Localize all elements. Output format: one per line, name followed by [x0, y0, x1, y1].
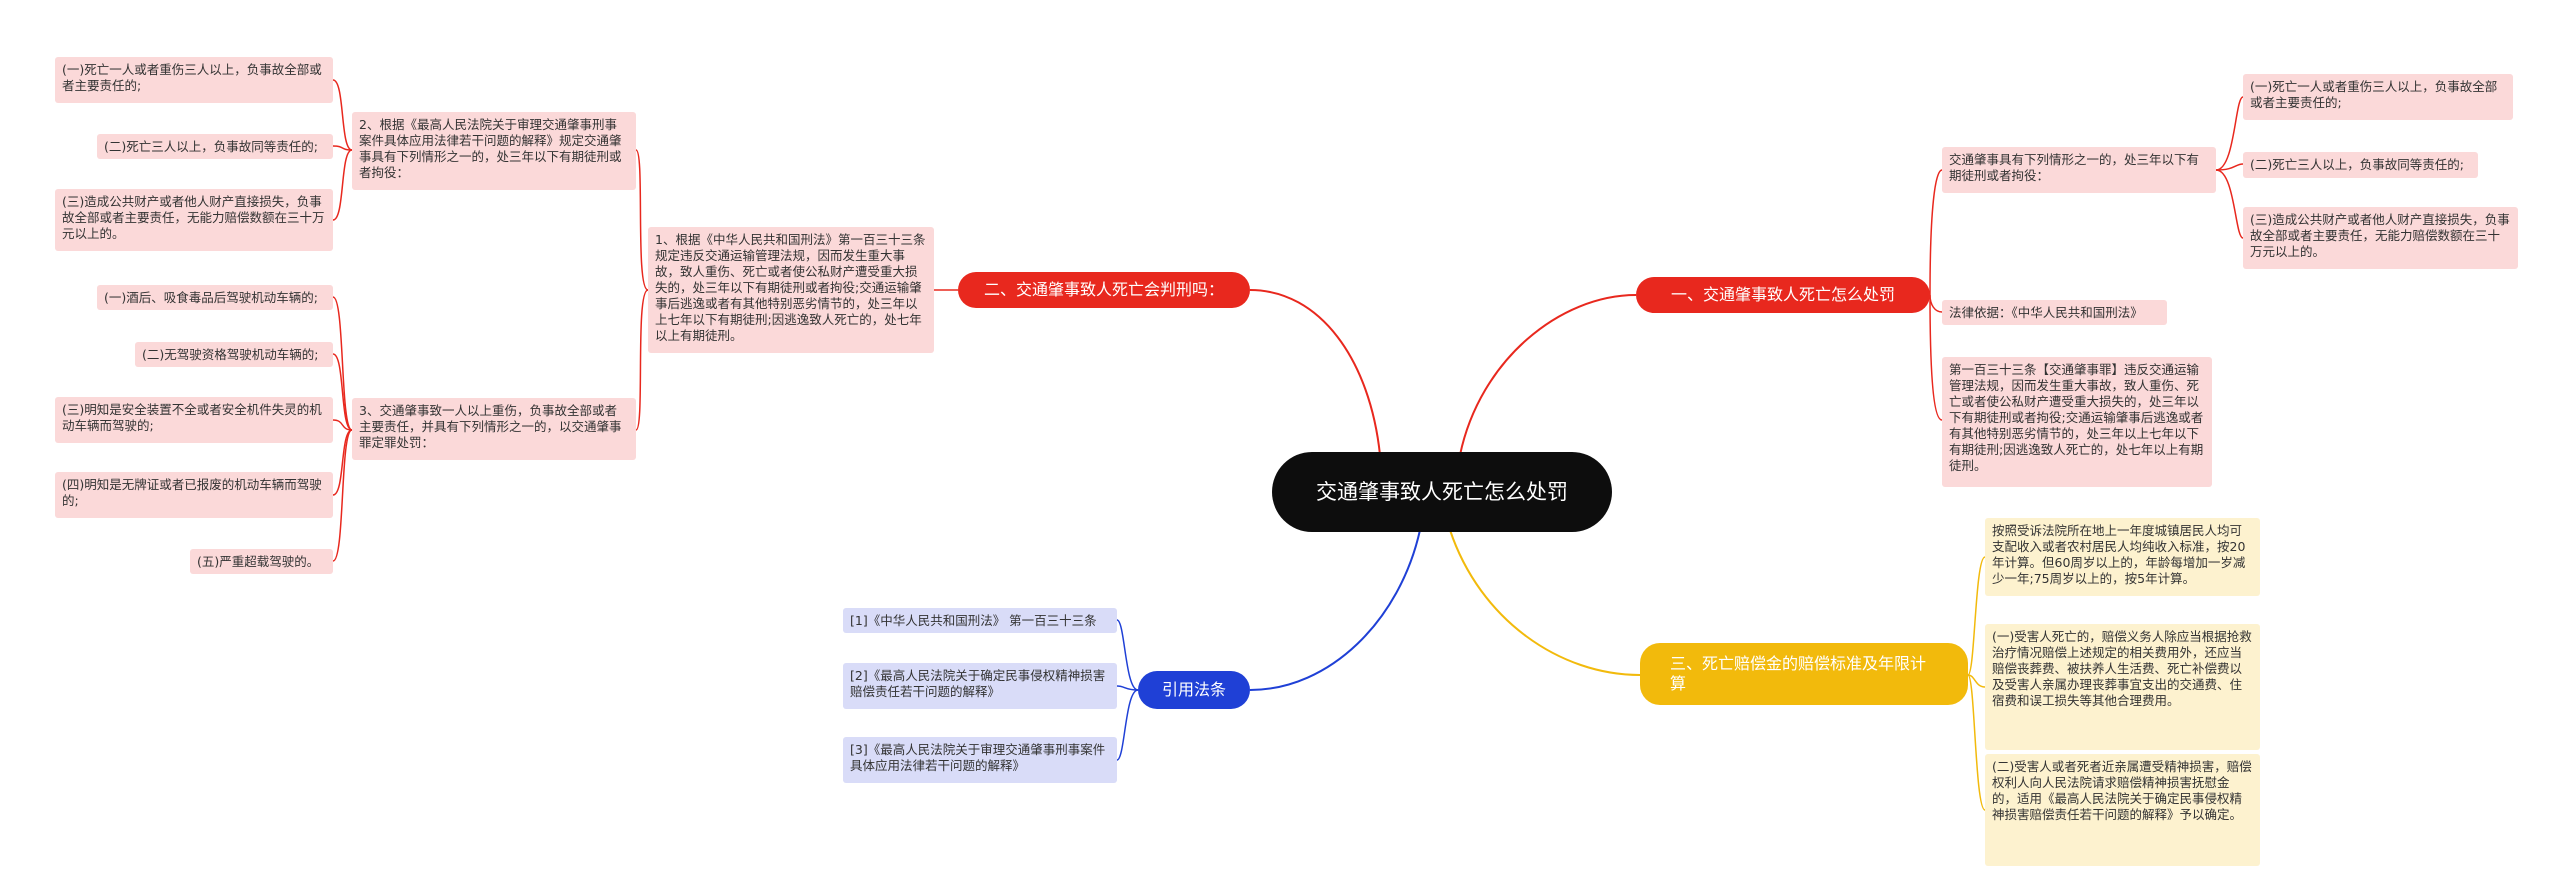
b1-condition-3[interactable]: (三)造成公共财产或者他人财产直接损失，负事故全部或者主要责任，无能力赔偿数额在… — [2243, 207, 2518, 269]
b3-mental-damages[interactable]: (二)受害人或者死者近亲属遭受精神损害，赔偿权利人向人民法院请求赔偿精神损害抚慰… — [1985, 754, 2260, 866]
link-b4-a — [1116, 619, 1139, 691]
link-b1a-2 — [2215, 163, 2244, 171]
b2-s1-item-3[interactable]: (三)造成公共财产或者他人财产直接损失，负事故全部或者主要责任，无能力赔偿数额在… — [55, 189, 333, 251]
link-b1-c — [1929, 294, 1943, 421]
link-b4-b — [1116, 685, 1139, 691]
b1-legal-basis[interactable]: 法律依据：《中华人民共和国刑法》 — [1942, 300, 2167, 325]
link-s1-a — [332, 79, 353, 151]
link-root-b3 — [1449, 529, 1641, 676]
b2-s2-item-5[interactable]: (五)严重超载驾驶的。 — [190, 549, 333, 574]
root-topic[interactable]: 交通肇事致人死亡怎么处罚 — [1272, 452, 1612, 532]
link-b1-b — [1929, 294, 1943, 313]
link-b1a-1 — [2215, 96, 2244, 171]
link-root-b1 — [1459, 294, 1637, 456]
link-b3-b — [1967, 674, 1986, 688]
link-b1a-3 — [2215, 169, 2244, 239]
b3-death-costs[interactable]: (一)受害人死亡的，赔偿义务人除应当根据抢救治疗情况赔偿上述规定的相关费用外，还… — [1985, 624, 2260, 750]
link-s2-e — [332, 429, 353, 562]
b2-s2-item-4[interactable]: (四)明知是无牌证或者已报废的机动车辆而驾驶的; — [55, 472, 333, 518]
link-b3-a — [1967, 556, 1986, 676]
b1-condition-intro[interactable]: 交通肇事具有下列情形之一的，处三年以下有期徒刑或者拘役： — [1942, 147, 2216, 193]
b4-law-3[interactable]: [3]《最高人民法院关于审理交通肇事刑事案件具体应用法律若干问题的解释》 — [843, 737, 1117, 783]
b2-s2-item-2[interactable]: (二)无驾驶资格驾驶机动车辆的; — [135, 342, 333, 367]
link-b3-c — [1967, 674, 1986, 811]
b4-law-1[interactable]: [1]《中华人民共和国刑法》 第一百三十三条 — [843, 608, 1117, 633]
b2-s1-item-2[interactable]: (二)死亡三人以上，负事故同等责任的; — [97, 134, 333, 159]
b2-interpretation-note[interactable]: 2、根据《最高人民法院关于审理交通肇事刑事案件具体应用法律若干问题的解释》规定交… — [352, 112, 636, 190]
b4-law-2[interactable]: [2]《最高人民法院关于确定民事侵权精神损害赔偿责任若干问题的解释》 — [843, 663, 1117, 709]
link-s1-b — [332, 145, 353, 151]
link-s2-b — [332, 353, 353, 431]
b1-condition-1[interactable]: (一)死亡一人或者重伤三人以上，负事故全部或者主要责任的; — [2243, 74, 2513, 120]
branch-sentencing[interactable]: 二、交通肇事致人死亡会判刑吗： — [958, 272, 1250, 308]
link-root-b2 — [1249, 289, 1381, 456]
branch-cited-laws[interactable]: 引用法条 — [1138, 671, 1250, 709]
branch-penalty[interactable]: 一、交通肇事致人死亡怎么处罚 — [1636, 277, 1930, 313]
b1-article-133[interactable]: 第一百三十三条【交通肇事罪】违反交通运输管理法规，因而发生重大事故，致人重伤、死… — [1942, 357, 2212, 487]
link-b2-s2 — [635, 289, 649, 431]
link-root-b4 — [1249, 529, 1421, 691]
link-s2-a — [332, 296, 353, 431]
link-s2-c — [332, 419, 353, 431]
link-s1-c — [332, 149, 353, 221]
b2-s1-item-1[interactable]: (一)死亡一人或者重伤三人以上，负事故全部或者主要责任的; — [55, 57, 333, 103]
b3-standard[interactable]: 按照受诉法院所在地上一年度城镇居民人均可支配收入或者农村居民人均纯收入标准，按2… — [1985, 518, 2260, 596]
b2-s2-item-1[interactable]: (一)酒后、吸食毒品后驾驶机动车辆的; — [97, 285, 333, 310]
link-b1-a — [1929, 169, 1943, 296]
link-b4-c — [1116, 689, 1139, 761]
b2-s2-item-3[interactable]: (三)明知是安全装置不全或者安全机件失灵的机动车辆而驾驶的; — [55, 397, 333, 443]
b2-serious-injury-note[interactable]: 3、交通肇事致一人以上重伤，负事故全部或者主要责任，并具有下列情形之一的，以交通… — [352, 398, 636, 460]
link-s2-d — [332, 429, 353, 496]
b1-condition-2[interactable]: (二)死亡三人以上，负事故同等责任的; — [2243, 152, 2478, 178]
link-b2-s1 — [635, 149, 649, 291]
branch-compensation[interactable]: 三、死亡赔偿金的赔偿标准及年限计算 — [1640, 643, 1968, 705]
b2-criminal-law-note[interactable]: 1、根据《中华人民共和国刑法》第一百三十三条规定违反交通运输管理法规，因而发生重… — [648, 227, 934, 353]
